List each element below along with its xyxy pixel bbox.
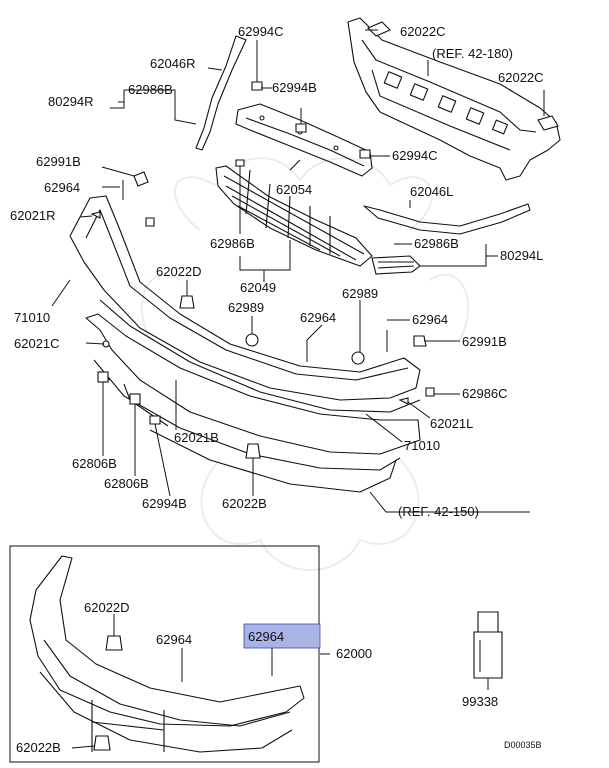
touch-up-paint-99338 <box>473 611 503 690</box>
label-80294l: 80294L <box>500 248 543 263</box>
label-62022b: 62022B <box>222 496 267 511</box>
upper-reinforcement <box>347 17 561 181</box>
label-99338: 99338 <box>462 694 498 709</box>
label-ref-42-150: (REF. 42-150) <box>398 504 479 519</box>
label-80294r: 80294R <box>48 94 94 109</box>
label-62806b-1: 62806B <box>72 456 117 471</box>
label-62991b-left: 62991B <box>36 154 81 169</box>
label-62022d: 62022D <box>156 264 202 279</box>
label-62964-center: 62964 <box>300 310 336 325</box>
label-62994c-top: 62994C <box>238 24 284 39</box>
leader-lines <box>51 29 545 513</box>
label-inset-62022d: 62022D <box>84 600 130 615</box>
label-62054: 62054 <box>276 182 312 197</box>
label-62986b-right: 62986B <box>414 236 459 251</box>
label-62986b-center: 62986B <box>210 236 255 251</box>
label-inset-62022b: 62022B <box>16 740 61 755</box>
label-62989-left: 62989 <box>228 300 264 315</box>
label-62021l: 62021L <box>430 416 473 431</box>
label-62022c-right: 62022C <box>498 70 544 85</box>
label-62986b-upper-left: 62986B <box>128 82 173 97</box>
label-62994c-mid: 62994C <box>392 148 438 163</box>
part-labels: 62994C 62022C (REF. 42-180) 62022C 62046… <box>10 24 544 755</box>
label-62021c: 62021C <box>14 336 60 351</box>
label-62986c: 62986C <box>462 386 508 401</box>
highlight-box <box>243 623 321 649</box>
label-62046l: 62046L <box>410 184 453 199</box>
label-ref-42-180: (REF. 42-180) <box>432 46 513 61</box>
label-62994b-lower: 62994B <box>142 496 187 511</box>
label-62806b-2: 62806B <box>104 476 149 491</box>
moulding-62046l <box>363 203 531 235</box>
label-62964-left: 62964 <box>44 180 80 195</box>
fasteners <box>90 76 435 459</box>
label-71010-right: 71010 <box>404 438 440 453</box>
label-62989-right: 62989 <box>342 286 378 301</box>
label-62021b: 62021B <box>174 430 219 445</box>
grille-62049 <box>215 165 373 267</box>
label-62022c-top: 62022C <box>400 24 446 39</box>
emblem-80294l <box>371 255 421 275</box>
diagram-code: D00035B <box>504 740 542 750</box>
label-62000: 62000 <box>336 646 372 661</box>
label-62964-right: 62964 <box>412 312 448 327</box>
label-inset-62964-highlighted: 62964 <box>248 629 284 644</box>
bumper-upper-71010 <box>69 195 421 413</box>
label-62991b-right: 62991B <box>462 334 507 349</box>
inset-box <box>9 545 330 763</box>
moulding-62046r <box>195 35 247 151</box>
label-62994b: 62994B <box>272 80 317 95</box>
label-71010-left: 71010 <box>14 310 50 325</box>
label-62021r: 62021R <box>10 208 56 223</box>
label-62049: 62049 <box>240 280 276 295</box>
label-62046r: 62046R <box>150 56 196 71</box>
bracket-62054 <box>235 103 373 177</box>
label-inset-62964: 62964 <box>156 632 192 647</box>
